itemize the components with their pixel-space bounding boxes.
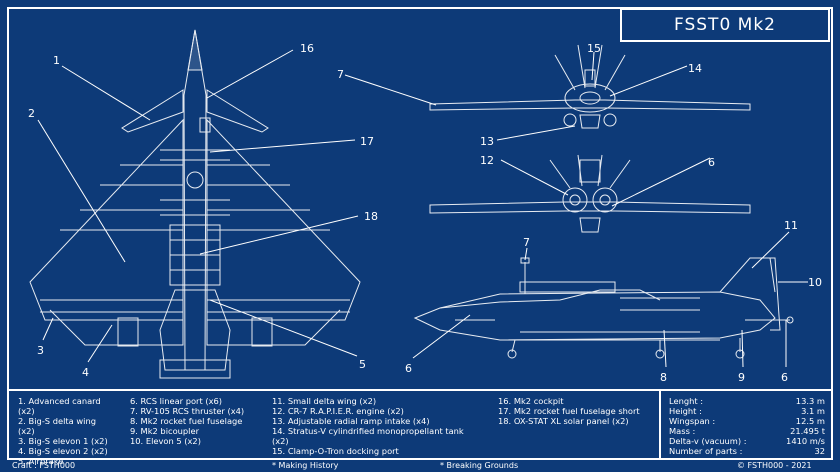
spec-row-parts: Number of parts :32	[669, 446, 825, 456]
blueprint-frame	[7, 7, 833, 460]
legend-item: 5. Airbrake	[18, 456, 64, 466]
callout-10: 10	[808, 276, 822, 289]
footer-craft: Craft : FSTH000	[12, 461, 76, 470]
footer-dlc-making-history: * Making History	[272, 461, 339, 470]
callout-9: 9	[738, 371, 745, 384]
callout-leaders	[37, 49, 808, 368]
legend-column-3: 11. Small delta wing (x2) 12. CR-7 R.A.P…	[263, 391, 489, 459]
legend-item: 9. Mk2 bicoupler	[130, 426, 199, 436]
callout-6-side: 6	[405, 362, 412, 375]
callout-3: 3	[37, 344, 44, 357]
callout-17: 17	[360, 135, 374, 148]
callout-18: 18	[364, 210, 378, 223]
legend-item: 2. Big-S delta wing (x2)	[18, 416, 96, 436]
callout-14: 14	[688, 62, 702, 75]
top-view	[29, 29, 361, 379]
parts-legend: 1. Advanced canard (x2) 2. Big-S delta w…	[9, 389, 831, 466]
footer-copyright: © FSTH000 - 2021	[737, 461, 812, 470]
legend-item: 14. Stratus-V cylindrified monopropellan…	[272, 426, 464, 446]
legend-item: 3. Big-S elevon 1 (x2)	[18, 436, 108, 446]
callout-7-side: 7	[523, 236, 530, 249]
callout-6-rear: 6	[708, 156, 715, 169]
legend-column-4: 16. Mk2 cockpit 17. Mk2 rocket fuel fuse…	[489, 391, 659, 459]
callout-6-tail: 6	[781, 371, 788, 384]
legend-item: 12. CR-7 R.A.P.I.E.R. engine (x2)	[272, 406, 404, 416]
callout-16: 16	[300, 42, 314, 55]
callout-2: 2	[28, 107, 35, 120]
rear-view	[429, 154, 751, 233]
legend-item: 18. OX-STAT XL solar panel (x2)	[498, 416, 629, 426]
callout-15: 15	[587, 42, 601, 55]
spec-row-mass: Mass :21.495 t	[669, 426, 825, 436]
legend-item: 4. Big-S elevon 2 (x2)	[18, 446, 108, 456]
legend-item: 1. Advanced canard (x2)	[18, 396, 101, 416]
callout-12: 12	[480, 154, 494, 167]
legend-item: 15. Clamp-O-Tron docking port	[272, 446, 399, 456]
legend-item: 16. Mk2 cockpit	[498, 396, 564, 406]
title-box: FSST0 Mk2	[620, 8, 830, 42]
legend-item: 11. Small delta wing (x2)	[272, 396, 377, 406]
footer-dlc-breaking-grounds: * Breaking Grounds	[440, 461, 519, 470]
legend-column-1: 1. Advanced canard (x2) 2. Big-S delta w…	[9, 391, 121, 466]
legend-item: 8. Mk2 rocket fuel fuselage	[130, 416, 243, 426]
callout-4: 4	[82, 366, 89, 379]
footer: Craft : FSTH000 * Making History * Break…	[0, 460, 840, 472]
legend-item: 10. Elevon 5 (x2)	[130, 436, 201, 446]
spec-row-length: Lenght :13.3 m	[669, 396, 825, 406]
legend-item: 13. Adjustable radial ramp intake (x4)	[272, 416, 430, 426]
legend-item: 7. RV-105 RCS thruster (x4)	[130, 406, 245, 416]
callout-numbers: 1 2 3 4 5 6 6 6 7 7 8 9 10 11 12 13 14 1…	[28, 42, 822, 384]
spec-row-delta-v: Delta-v (vacuum) :1410 m/s	[669, 436, 825, 446]
spec-row-height: Height :3.1 m	[669, 406, 825, 416]
craft-title: FSST0 Mk2	[674, 15, 776, 35]
legend-column-2: 6. RCS linear port (x6) 7. RV-105 RCS th…	[121, 391, 263, 459]
legend-item: 17. Mk2 rocket fuel fuselage short	[498, 406, 640, 416]
callout-1: 1	[53, 54, 60, 67]
legend-item: 6. RCS linear port (x6)	[130, 396, 223, 406]
callout-5: 5	[359, 358, 366, 371]
side-view	[413, 257, 794, 359]
specs-panel: Lenght :13.3 m Height :3.1 m Wingspan :1…	[659, 391, 831, 459]
callout-13: 13	[480, 135, 494, 148]
callout-8: 8	[660, 371, 667, 384]
spec-row-wingspan: Wingspan :12.5 m	[669, 416, 825, 426]
callout-7-front: 7	[337, 68, 344, 81]
front-view	[429, 44, 751, 129]
callout-11: 11	[784, 219, 798, 232]
